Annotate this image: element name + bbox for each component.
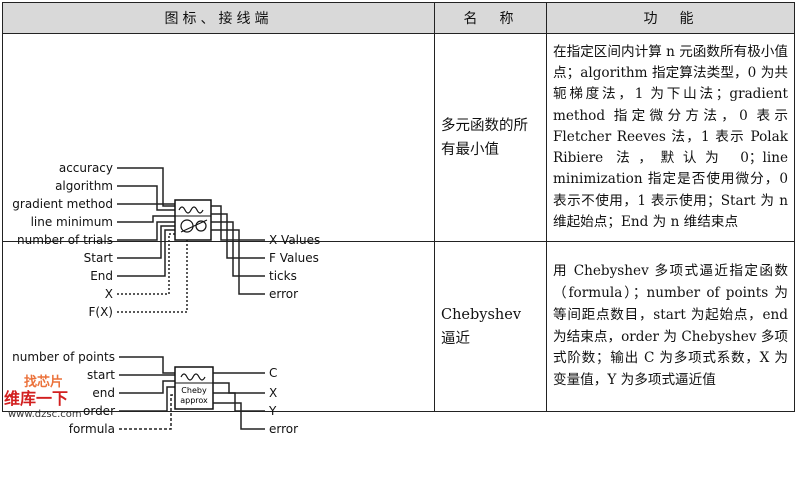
input-label: End xyxy=(90,269,113,283)
input-wires xyxy=(119,355,175,430)
input-label: number of trials xyxy=(17,233,113,247)
cheby-approx-icon: Cheby approx xyxy=(174,365,214,410)
output-label: error xyxy=(269,422,298,436)
input-label: Start xyxy=(84,251,114,265)
output-label: ticks xyxy=(269,269,297,283)
input-label: accuracy xyxy=(59,161,113,175)
input-label: order xyxy=(83,404,115,418)
header-icon-terminals: 图标、接线端 xyxy=(2,2,435,34)
input-label: line minimum xyxy=(31,215,113,229)
output-label: X xyxy=(269,386,277,400)
input-label: algorithm xyxy=(55,179,113,193)
watermark-url: www.dzsc.com xyxy=(8,409,82,420)
function-name: 多元函数的所有最小值 xyxy=(434,33,547,242)
input-label: X xyxy=(105,287,113,301)
table-row: number of points start end order formula xyxy=(2,241,795,436)
function-name: Chebyshev 逼近 xyxy=(434,241,547,412)
output-label: C xyxy=(269,366,277,380)
output-label: error xyxy=(269,287,298,301)
watermark-top: 找芯片 xyxy=(24,374,63,390)
icon-label: Cheby xyxy=(181,386,207,395)
icon-label: approx xyxy=(180,396,208,405)
input-label: number of points xyxy=(12,350,115,364)
output-wires xyxy=(211,204,265,295)
output-label: X Values xyxy=(269,233,320,247)
global-optimization-icon xyxy=(174,198,212,241)
input-label: start xyxy=(87,368,115,382)
table-header-row: 图标、接线端 名 称 功 能 xyxy=(2,2,795,34)
dzsc-watermark-logo: 找芯片 维库一下 www.dzsc.com xyxy=(4,374,82,420)
input-wires xyxy=(117,166,188,313)
function-description: 在指定区间内计算 n 元函数所有极小值点；algorithm 指定算法类型，0 … xyxy=(546,33,795,242)
vi-diagram-cell: accuracy algorithm gradient method line … xyxy=(2,33,435,319)
function-table: 图标、接线端 名 称 功 能 accuracy algorithm gradie… xyxy=(2,2,795,436)
input-label: F(X) xyxy=(89,305,114,319)
input-label: formula xyxy=(69,422,115,436)
header-name: 名 称 xyxy=(434,2,547,34)
watermark-main: 维库一下 xyxy=(4,389,68,408)
output-label: Y xyxy=(268,404,277,418)
output-label: F Values xyxy=(269,251,319,265)
vi-diagram-cell: number of points start end order formula xyxy=(2,241,435,436)
output-wires xyxy=(213,371,265,430)
input-label: end xyxy=(92,386,115,400)
minima-vi-diagram: accuracy algorithm gradient method line … xyxy=(12,161,320,319)
function-description: 用 Chebyshev 多项式逼近指定函数（formula）；number of… xyxy=(546,241,795,412)
table-row: accuracy algorithm gradient method line … xyxy=(2,33,795,319)
header-function: 功 能 xyxy=(546,2,795,34)
input-label: gradient method xyxy=(12,197,113,211)
